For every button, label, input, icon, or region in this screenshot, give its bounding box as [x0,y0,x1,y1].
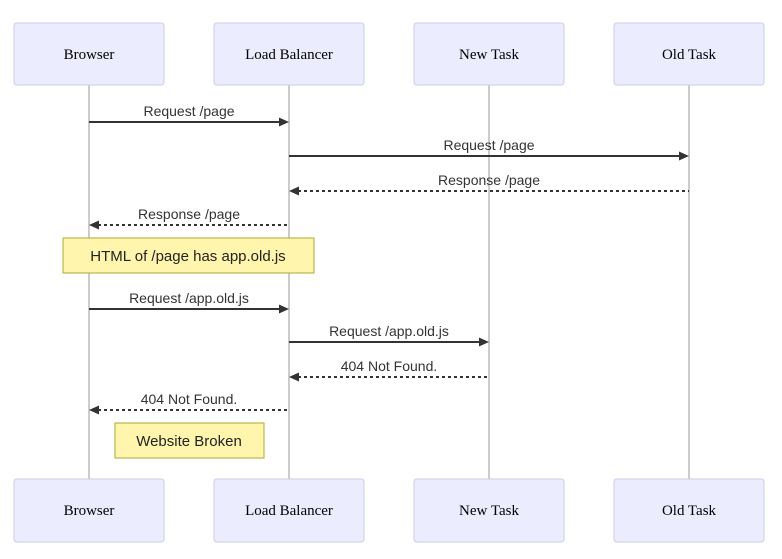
message-label: Request /page [443,137,534,153]
actor-name: Load Balancer [245,47,333,63]
message-label: 404 Not Found. [341,358,438,374]
arrowhead-left-icon [89,405,99,415]
arrowhead-right-icon [479,337,489,347]
actor-top-load-balancer: Load Balancer [213,22,365,86]
actor-name: New Task [459,47,519,63]
arrowhead-left-icon [89,220,99,230]
actor-name: Load Balancer [245,503,333,519]
actor-name: Old Task [662,47,717,63]
message-label: Request /app.old.js [129,290,249,306]
actor-bottom-new-task: New Task [413,478,565,543]
arrowhead-left-icon [289,186,299,196]
actor-box [413,478,565,543]
actor-bottom-load-balancer: Load Balancer [213,478,365,543]
actor-box [613,478,765,543]
message-label: Request /page [143,103,234,119]
actor-name: Browser [64,503,115,519]
message-label: Response /page [138,206,240,222]
note-box [114,422,265,459]
actor-top-new-task: New Task [413,22,565,86]
arrowhead-right-icon [679,151,689,161]
actor-name: Browser [64,47,115,63]
message-label: 404 Not Found. [141,391,238,407]
actor-top-browser: Browser [13,22,165,86]
actor-box [13,478,165,543]
actor-bottom-old-task: Old Task [613,478,765,543]
actor-box [413,22,565,86]
note-box [62,237,315,274]
arrowhead-right-icon [279,117,289,127]
actor-box [213,478,365,543]
actor-box [613,22,765,86]
arrowhead-right-icon [279,304,289,314]
actor-name: Old Task [662,503,717,519]
actor-top-old-task: Old Task [613,22,765,86]
message-label: Request /app.old.js [329,323,449,339]
actor-bottom-browser: Browser [13,478,165,543]
actor-box [213,22,365,86]
actor-box [13,22,165,86]
note-text: Website Broken [136,433,242,450]
message-label: Response /page [438,172,540,188]
arrowhead-left-icon [289,372,299,382]
note-text: HTML of /page has app.old.js [90,248,285,265]
actor-name: New Task [459,503,519,519]
